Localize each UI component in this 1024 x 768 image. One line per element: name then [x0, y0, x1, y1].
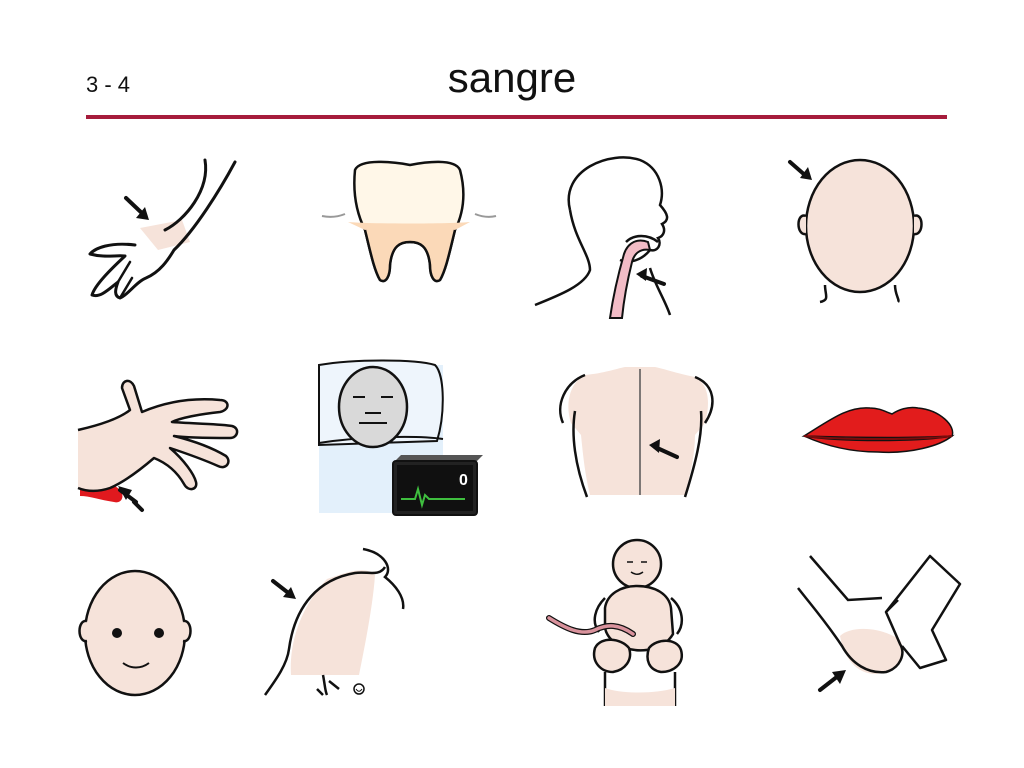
page-number: 3 - 4 [86, 72, 131, 97]
title-divider [86, 115, 947, 119]
back-icon [545, 365, 745, 535]
page-title: sangre [447, 54, 577, 101]
monitor-reading: 0 [459, 472, 468, 489]
patient-monitor-icon: 0 [315, 355, 515, 525]
tooth-icon [310, 150, 510, 320]
shoulder-icon [255, 545, 455, 715]
face-icon [75, 565, 275, 735]
baby-umbilical-cord-icon [545, 538, 745, 708]
elbow-icon [790, 550, 990, 720]
scalp-icon [780, 150, 980, 320]
wrist-arrow-icon [70, 150, 270, 320]
bleeding-hand-icon [70, 370, 270, 540]
throat-profile-icon [530, 150, 730, 320]
lips-icon [800, 380, 1000, 550]
